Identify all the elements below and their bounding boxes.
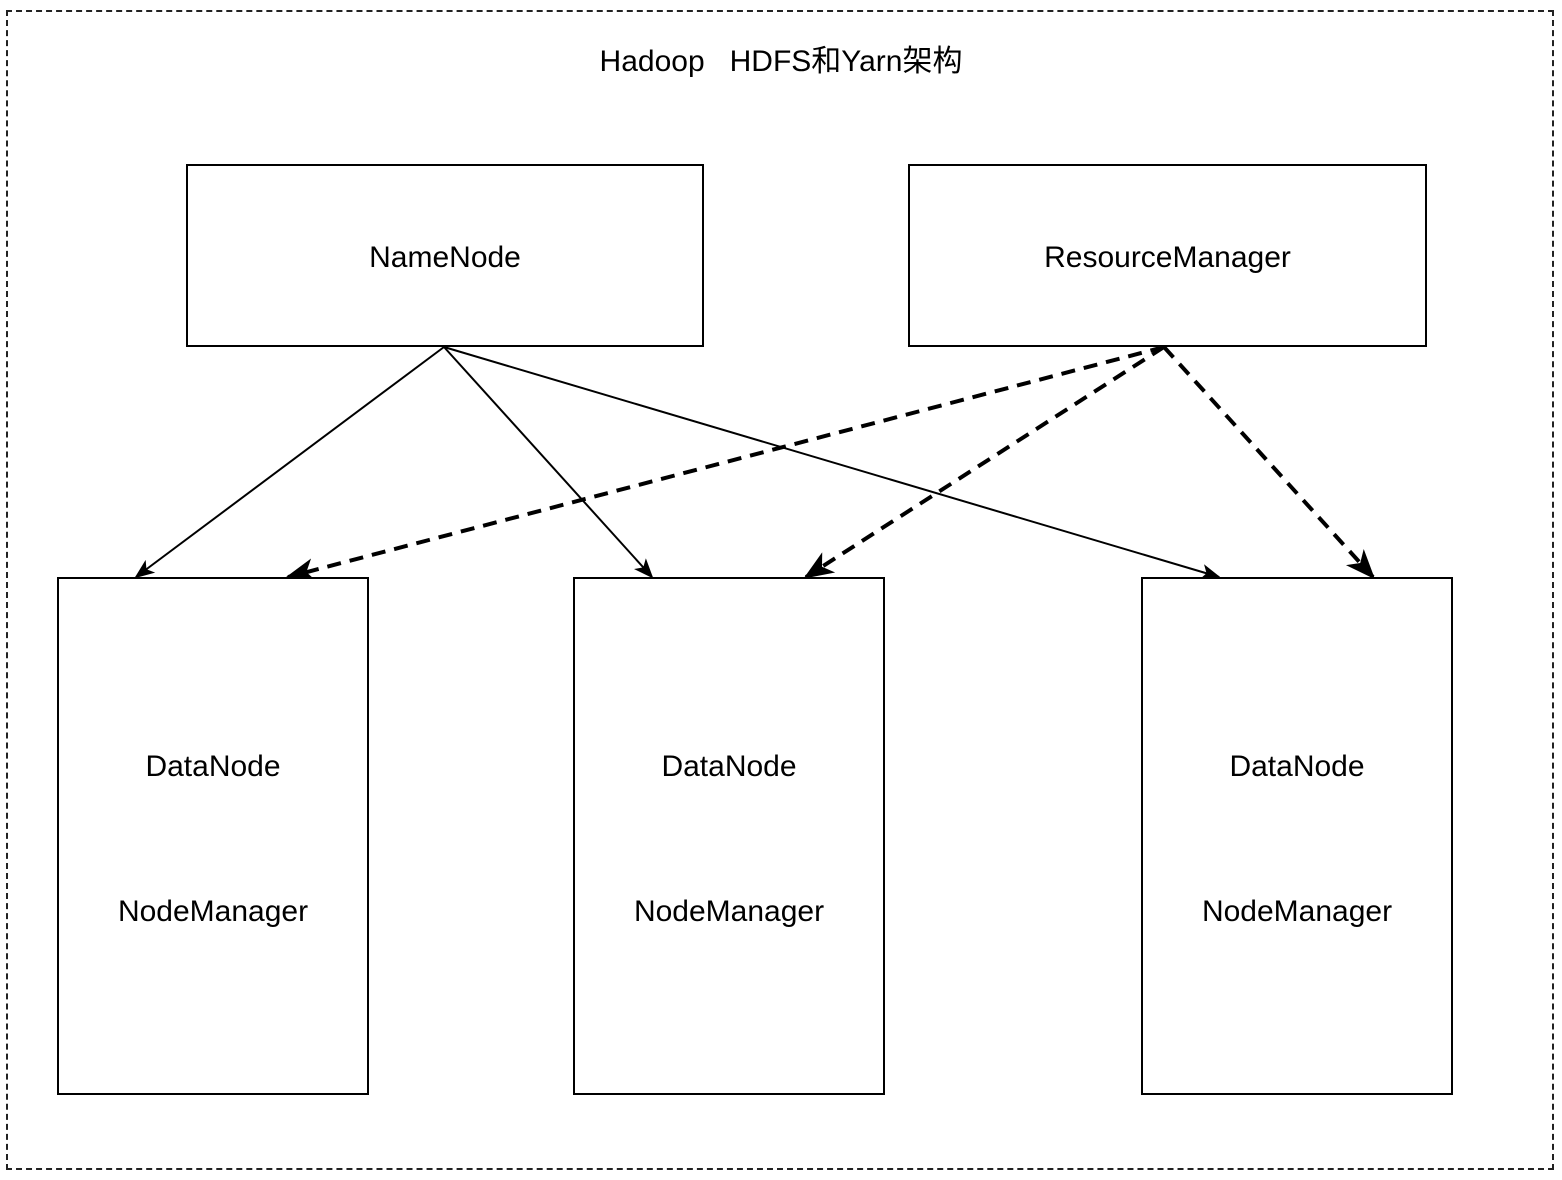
edge-resourcemanager-to-worker-1	[285, 345, 1165, 582]
datanode-label: DataNode	[145, 750, 281, 783]
namenode-box[interactable]: NameNode	[186, 164, 704, 347]
edge-namenode-to-worker-2	[443, 346, 654, 579]
edge-namenode-to-worker-1	[134, 346, 445, 579]
namenode-label: NameNode	[369, 241, 521, 274]
resourcemanager-box[interactable]: ResourceManager	[908, 164, 1427, 347]
nodemanager-label: NodeManager	[1201, 895, 1393, 928]
worker-node-1[interactable]: DataNode NodeManager	[57, 577, 369, 1095]
datanode-label: DataNode	[1229, 750, 1365, 783]
resourcemanager-label: ResourceManager	[1044, 241, 1291, 274]
diagram-frame	[6, 10, 1554, 1170]
datanode-label: DataNode	[661, 750, 797, 783]
edge-namenode-to-worker-3	[443, 346, 1221, 580]
worker-node-2[interactable]: DataNode NodeManager	[573, 577, 885, 1095]
worker-node-3[interactable]: DataNode NodeManager	[1141, 577, 1453, 1095]
edge-resourcemanager-to-worker-3	[1162, 345, 1376, 580]
nodemanager-label: NodeManager	[633, 895, 825, 928]
edge-resourcemanager-to-worker-2	[803, 345, 1166, 579]
diagram-title: Hadoop HDFS和Yarn架构	[599, 45, 963, 78]
nodemanager-label: NodeManager	[117, 895, 309, 928]
